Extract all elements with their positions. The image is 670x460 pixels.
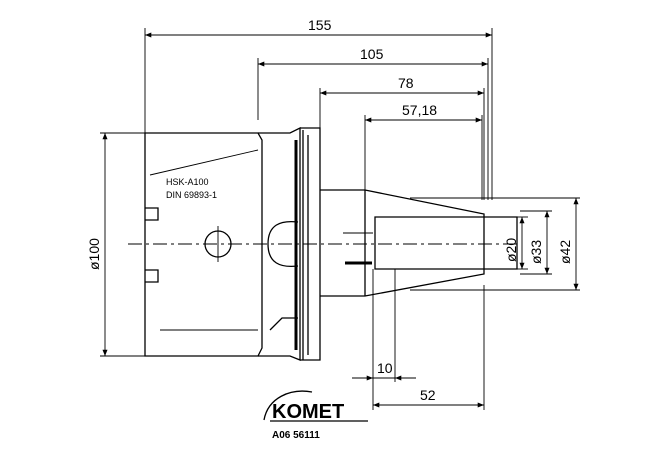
dimension-d20: ø20: [503, 217, 525, 269]
dim-78-label: 78: [398, 75, 414, 91]
extension-lines: [100, 28, 580, 410]
dimension-52: 52: [373, 387, 484, 408]
dimension-d33: ø33: [528, 211, 550, 274]
dimension-d42: ø42: [557, 198, 579, 290]
body-label-hsk: HSK-A100: [166, 177, 209, 187]
dim-52-label: 52: [420, 387, 436, 403]
dimension-d100: ø100: [86, 133, 108, 356]
body-labels: HSK-A100 DIN 69893-1: [166, 177, 217, 200]
dimension-155: 155: [145, 17, 492, 38]
dimension-105: 105: [258, 46, 488, 67]
logo-article: A06 56111: [272, 430, 320, 441]
dim-d42-label: ø42: [557, 240, 573, 264]
flange: [258, 126, 321, 361]
dimension-57-18: 57,18: [365, 102, 482, 123]
dim-57-18-label: 57,18: [402, 102, 437, 118]
shank: [320, 189, 518, 297]
logo-brand: KOMET: [272, 401, 344, 423]
dim-d100-label: ø100: [86, 238, 102, 270]
body-label-din: DIN 69893-1: [166, 190, 217, 200]
komet-logo: KOMET A06 56111: [263, 390, 368, 441]
dim-155-label: 155: [308, 17, 332, 33]
dim-d33-label: ø33: [528, 240, 544, 264]
dimension-78: 78: [320, 75, 484, 96]
dim-105-label: 105: [360, 46, 384, 62]
dim-10-label: 10: [377, 360, 393, 376]
dimension-10: 10: [352, 360, 416, 381]
